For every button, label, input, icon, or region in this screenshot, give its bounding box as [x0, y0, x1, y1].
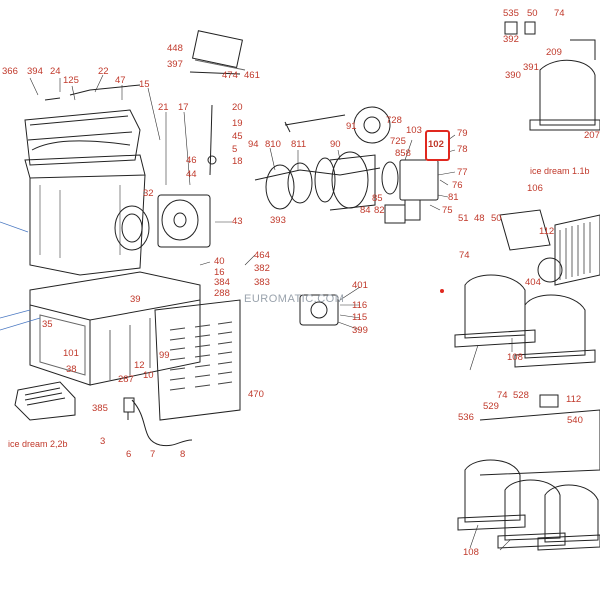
part-label-39: 39	[130, 294, 141, 305]
part-label-17: 17	[178, 102, 189, 113]
part-label-529: 529	[483, 401, 499, 412]
part-label-50: 50	[527, 8, 538, 19]
part-label-22: 22	[98, 66, 109, 77]
part-label-382: 382	[254, 263, 270, 274]
part-label-858: 858	[395, 148, 411, 159]
part-label-116: 116	[352, 300, 368, 311]
part-label-106: 106	[527, 183, 543, 194]
part-label-470: 470	[248, 389, 264, 400]
part-label-81: 81	[448, 192, 459, 203]
part-label-392: 392	[503, 34, 519, 45]
part-label-474: 474	[222, 70, 238, 81]
part-label-393: 393	[270, 215, 286, 226]
part-label-397: 397	[167, 59, 183, 70]
part-label-528: 528	[513, 390, 529, 401]
part-label-390: 390	[505, 70, 521, 81]
part-label-391: 391	[523, 62, 539, 73]
part-label-288: 288	[214, 288, 230, 299]
part-label-3: 3	[100, 436, 106, 447]
part-label-8: 8	[180, 449, 186, 460]
part-label-366: 366	[2, 66, 18, 77]
part-label-5: 5	[232, 144, 238, 155]
part-label-16: 16	[214, 267, 225, 278]
part-label-6: 6	[126, 449, 132, 460]
part-label-19: 19	[232, 118, 243, 129]
part-label-112b: 112	[566, 394, 582, 405]
part-label-46: 46	[186, 155, 197, 166]
part-label-385: 385	[92, 403, 108, 414]
part-label-99: 99	[159, 350, 170, 361]
part-label-24: 24	[50, 66, 61, 77]
part-label-125: 125	[63, 75, 79, 86]
part-label-102: 102	[428, 139, 444, 150]
part-label-112: 112	[539, 226, 555, 237]
part-label-728: 728	[386, 115, 402, 126]
part-label-84: 84	[360, 205, 371, 216]
part-label-464: 464	[254, 250, 270, 261]
part-label-38: 38	[66, 364, 77, 375]
part-label-115: 115	[352, 312, 368, 323]
part-label-725: 725	[390, 136, 406, 147]
caption-ice-dream-2-2b: ice dream 2,2b	[8, 439, 68, 449]
part-label-94: 94	[248, 139, 259, 150]
part-label-101: 101	[63, 348, 79, 359]
part-label-18: 18	[232, 156, 243, 167]
highlight-box	[425, 130, 450, 161]
part-label-535: 535	[503, 8, 519, 19]
red-dot-marker	[440, 289, 444, 293]
part-label-44: 44	[186, 169, 197, 180]
part-label-79: 79	[457, 128, 468, 139]
part-label-40: 40	[214, 256, 225, 267]
part-label-7: 7	[150, 449, 156, 460]
part-label-77: 77	[457, 167, 468, 178]
part-label-394: 394	[27, 66, 43, 77]
part-label-45: 45	[232, 131, 243, 142]
part-label-448: 448	[167, 43, 183, 54]
part-label-103: 103	[406, 125, 422, 136]
part-label-536: 536	[458, 412, 474, 423]
part-label-810: 810	[265, 139, 281, 150]
part-label-43: 43	[232, 216, 243, 227]
part-label-76: 76	[452, 180, 463, 191]
part-label-108b: 108	[463, 547, 479, 558]
part-label-207: 207	[584, 130, 600, 141]
part-label-82: 82	[374, 205, 385, 216]
part-label-209: 209	[546, 47, 562, 58]
part-label-21: 21	[158, 102, 169, 113]
part-label-10: 10	[143, 370, 154, 381]
part-label-811: 811	[291, 139, 307, 150]
part-label-74c: 74	[497, 390, 508, 401]
part-label-401: 401	[352, 280, 368, 291]
part-label-51: 51	[458, 213, 469, 224]
part-label-20: 20	[232, 102, 243, 113]
part-label-32: 32	[143, 188, 154, 199]
part-label-35: 35	[42, 319, 53, 330]
part-label-90: 90	[330, 139, 341, 150]
part-label-384: 384	[214, 277, 230, 288]
part-label-75: 75	[442, 205, 453, 216]
caption-ice-dream-1-1b: ice dream 1.1b	[530, 166, 590, 176]
part-label-461: 461	[244, 70, 260, 81]
part-label-74b: 74	[459, 250, 470, 261]
part-label-50b: 50	[491, 213, 502, 224]
part-label-47: 47	[115, 75, 126, 86]
part-label-404: 404	[525, 277, 541, 288]
part-label-78: 78	[457, 144, 468, 155]
part-label-12: 12	[134, 360, 145, 371]
part-label-74: 74	[554, 8, 565, 19]
part-label-540: 540	[567, 415, 583, 426]
part-label-85: 85	[372, 193, 383, 204]
watermark: EUROMATIC.COM	[244, 293, 345, 305]
part-label-287: 287	[118, 374, 134, 385]
part-label-91: 91	[346, 121, 357, 132]
part-label-48: 48	[474, 213, 485, 224]
part-label-15: 15	[139, 79, 150, 90]
part-label-108: 108	[507, 352, 523, 363]
part-label-399: 399	[352, 325, 368, 336]
part-label-383: 383	[254, 277, 270, 288]
